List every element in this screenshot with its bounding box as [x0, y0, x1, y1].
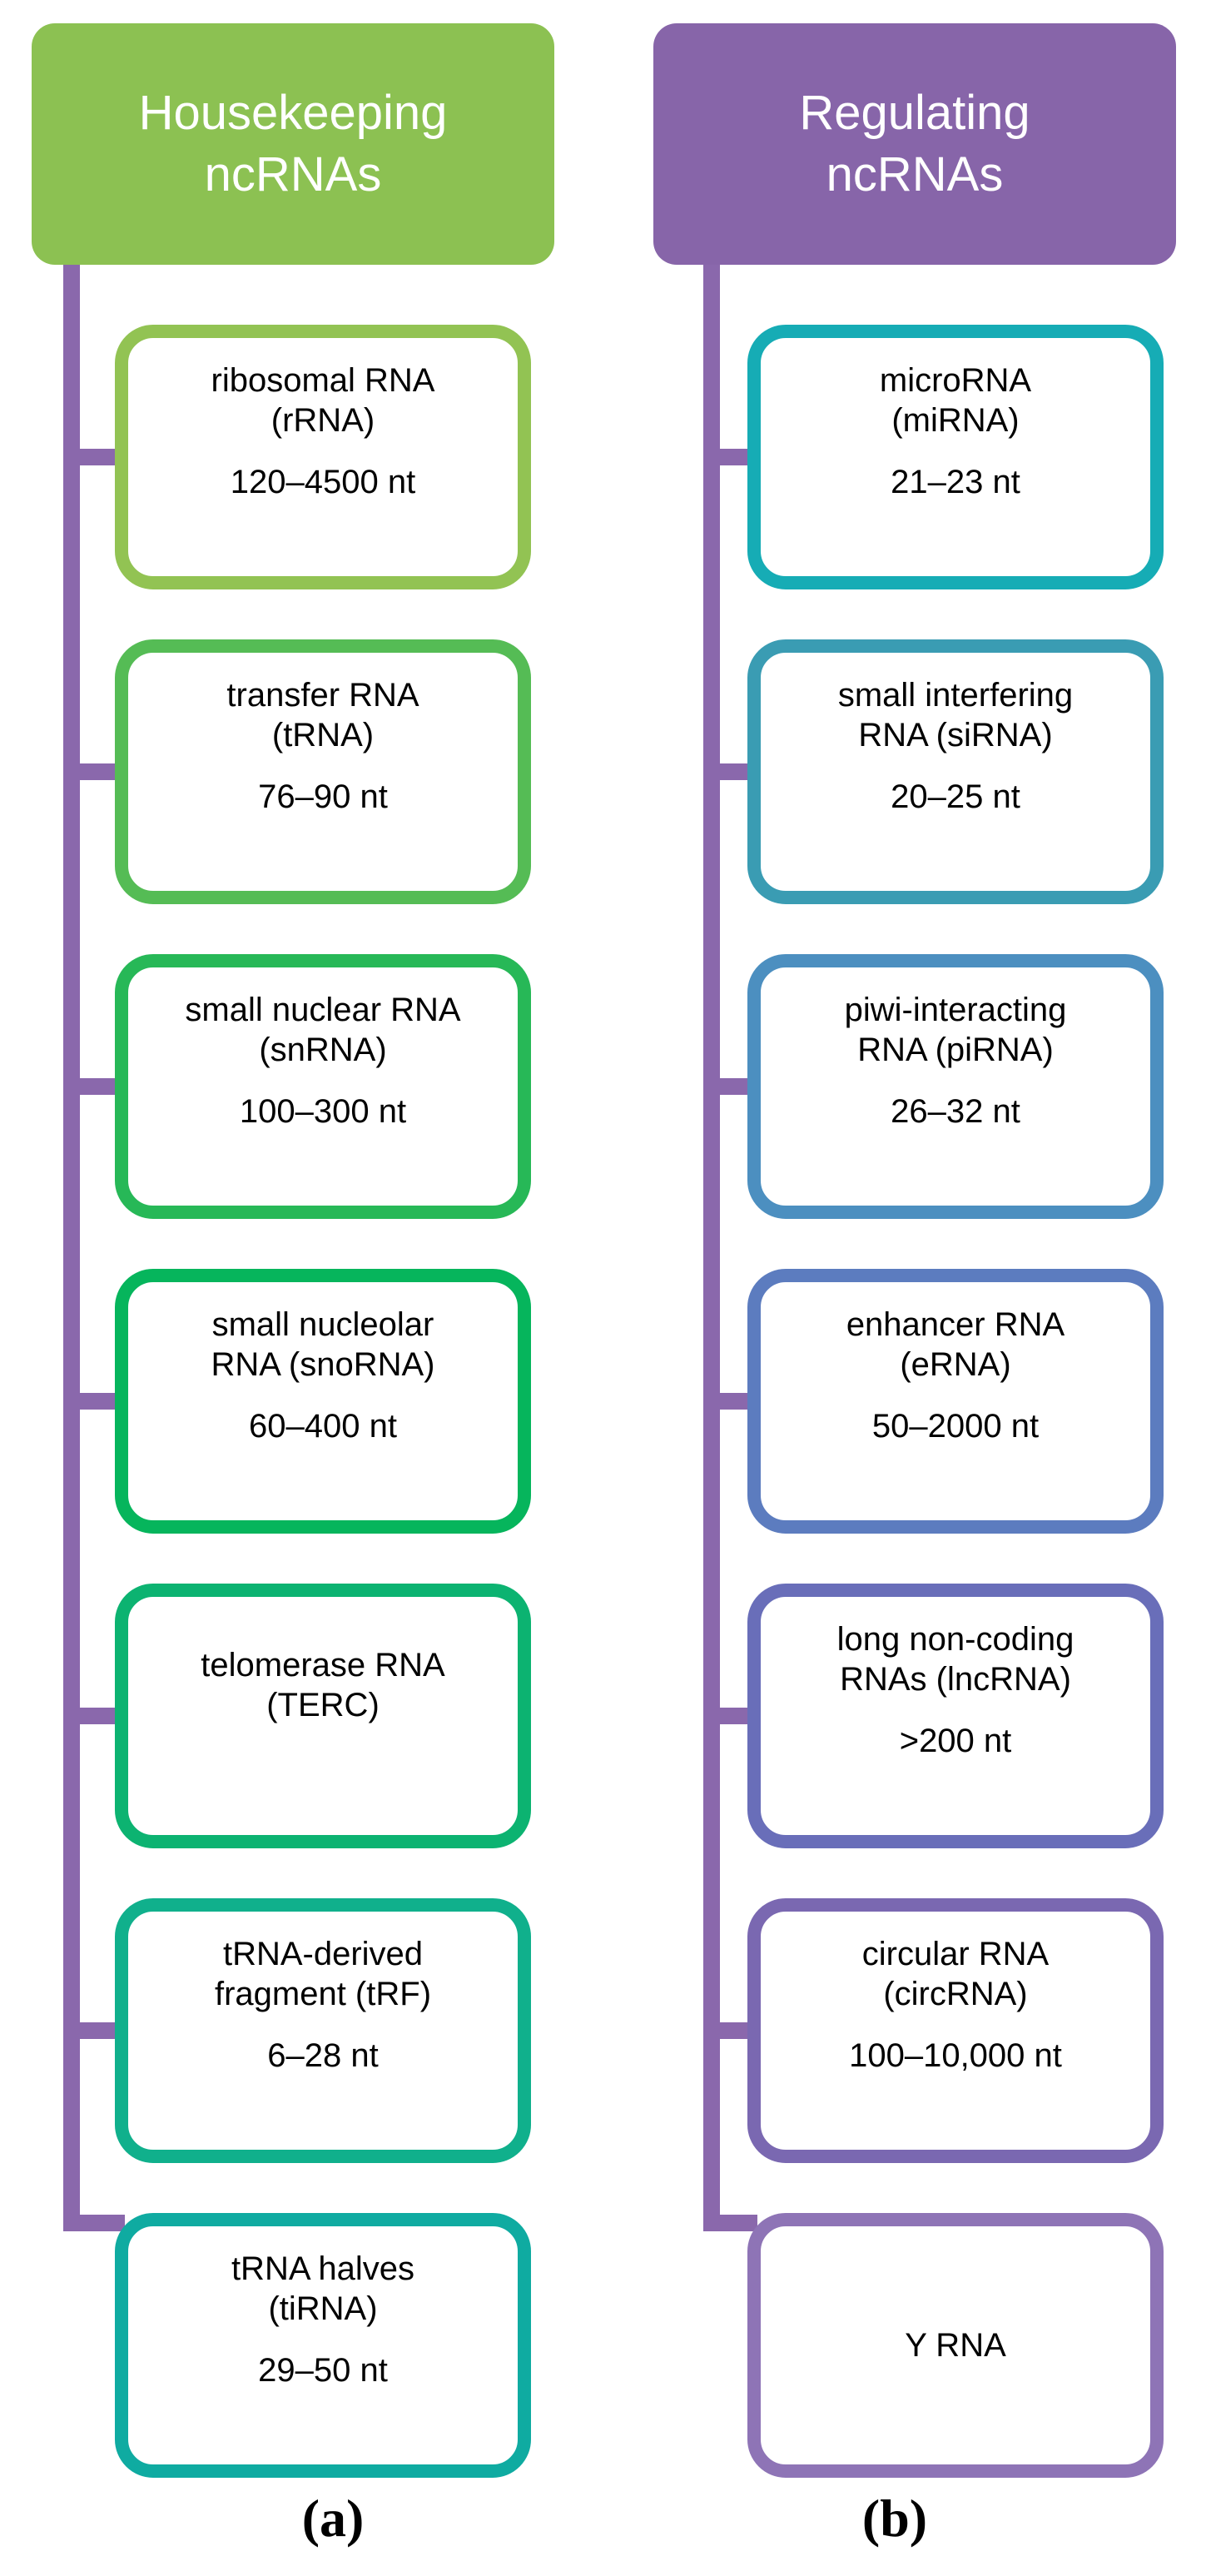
node-name: enhancer RNA(eRNA): [846, 1305, 1065, 1385]
node-regulating-5: circular RNA (circRNA) 100–10,000 nt: [747, 1898, 1164, 2163]
node-name-line: microRNA: [879, 362, 1032, 399]
node-name-line: long non-coding: [836, 1621, 1074, 1658]
connector-trunk-regulating: [703, 265, 720, 2231]
node-size-range: 50–2000 nt: [871, 1408, 1040, 1445]
node-name-line: small nuclear RNA: [185, 992, 461, 1028]
node-name-line: fragment (tRF): [214, 1976, 432, 2012]
node-name-line: (TERC): [266, 1687, 380, 1723]
node-housekeeping-2: small nuclear RNA (snRNA) 100–300 nt: [115, 954, 531, 1219]
node-name: tRNA halves(tiRNA): [231, 2249, 414, 2329]
connector-stub-regulating: [703, 763, 757, 780]
node-name: Y RNA: [905, 2325, 1006, 2365]
node-name-line: circular RNA: [861, 1936, 1050, 1972]
node-regulating-3: enhancer RNA(eRNA) 50–2000 nt: [747, 1269, 1164, 1534]
node-name-line: (miRNA): [891, 402, 1020, 439]
connector-stub-regulating: [703, 1078, 757, 1095]
node-name: ribosomal RNA(rRNA): [211, 361, 435, 440]
node-name-line: telomerase RNA: [201, 1647, 445, 1683]
panel-label-b: (b): [861, 2489, 928, 2548]
connector-stub-housekeeping: [63, 1078, 125, 1095]
node-name-line: RNA (piRNA): [857, 1032, 1054, 1068]
node-name-line: small interfering: [837, 677, 1074, 714]
node-name-line: small nucleolar: [211, 1306, 434, 1343]
connector-stub-regulating: [703, 449, 757, 465]
header-regulating-line: ncRNAs: [826, 147, 1004, 201]
node-name-line: transfer RNA: [226, 677, 419, 714]
connector-stub-housekeeping: [63, 2022, 125, 2039]
node-name: telomerase RNA (TERC): [201, 1645, 444, 1725]
node-name-line: tRNA halves: [231, 2250, 415, 2287]
header-regulating-line: Regulating: [799, 86, 1030, 140]
node-size-range: 6–28 nt: [267, 2037, 379, 2074]
header-housekeeping-line: ncRNAs: [204, 147, 382, 201]
node-housekeeping-1: transfer RNA(tRNA) 76–90 nt: [115, 639, 531, 904]
connector-stub-regulating: [703, 2022, 757, 2039]
node-housekeeping-4: telomerase RNA (TERC): [115, 1584, 531, 1848]
node-name: transfer RNA(tRNA): [226, 675, 419, 755]
node-size-range: 60–400 nt: [249, 1408, 397, 1445]
connector-stub-regulating: [703, 1393, 757, 1410]
node-size-range: 76–90 nt: [258, 778, 388, 815]
connector-stub-housekeeping: [63, 1393, 125, 1410]
node-name-line: (eRNA): [900, 1346, 1011, 1383]
node-name-line: RNA (snoRNA): [211, 1346, 435, 1383]
node-name-line: RNA (siRNA): [858, 717, 1053, 753]
connector-stub-regulating: [703, 1708, 757, 1724]
node-size-range: 120–4500 nt: [230, 464, 416, 500]
node-regulating-6: Y RNA: [747, 2213, 1164, 2478]
connector-stub-housekeeping: [63, 763, 125, 780]
node-name: small nuclear RNA (snRNA): [185, 990, 460, 1070]
node-size-range: 20–25 nt: [891, 778, 1020, 815]
node-regulating-0: microRNA(miRNA) 21–23 nt: [747, 325, 1164, 589]
node-size-range: 29–50 nt: [258, 2352, 388, 2389]
node-size-range: 100–10,000 nt: [849, 2037, 1062, 2074]
node-size-range: 100–300 nt: [239, 1093, 407, 1130]
connector-stub-regulating: [703, 2215, 757, 2231]
node-name-line: Y RNA: [905, 2327, 1006, 2364]
header-regulating: Regulating ncRNAs: [653, 23, 1176, 265]
node-housekeeping-0: ribosomal RNA(rRNA) 120–4500 nt: [115, 325, 531, 589]
node-housekeeping-5: tRNA-derived fragment (tRF) 6–28 nt: [115, 1898, 531, 2163]
node-size-range: 26–32 nt: [891, 1093, 1020, 1130]
node-name-line: RNAs (lncRNA): [840, 1661, 1071, 1698]
connector-stub-housekeeping: [63, 449, 125, 465]
node-name-line: (tiRNA): [268, 2290, 378, 2327]
header-housekeeping: Housekeeping ncRNAs: [32, 23, 554, 265]
node-housekeeping-6: tRNA halves(tiRNA) 29–50 nt: [115, 2213, 531, 2478]
connector-stub-housekeeping: [63, 1708, 125, 1724]
header-housekeeping-line: Housekeeping: [138, 86, 448, 140]
node-name-line: (tRNA): [271, 717, 375, 753]
node-name-line: (circRNA): [883, 1976, 1028, 2012]
node-size-range: >200 nt: [899, 1723, 1012, 1759]
node-name-line: enhancer RNA: [846, 1306, 1065, 1343]
node-name-line: ribosomal RNA: [211, 362, 435, 399]
node-name-line: (snRNA): [259, 1032, 387, 1068]
node-name-line: (rRNA): [270, 402, 375, 439]
node-name-line: tRNA-derived: [222, 1936, 424, 1972]
node-name-line: piwi-interacting: [844, 992, 1067, 1028]
node-name: circular RNA (circRNA): [862, 1934, 1049, 2014]
connector-trunk-housekeeping: [63, 265, 80, 2231]
node-name: tRNA-derived fragment (tRF): [215, 1934, 431, 2014]
panel-label-a: (a): [301, 2489, 365, 2548]
node-size-range: 21–23 nt: [891, 464, 1020, 500]
node-name: microRNA(miRNA): [880, 361, 1031, 440]
connector-stub-housekeeping: [63, 2215, 125, 2231]
